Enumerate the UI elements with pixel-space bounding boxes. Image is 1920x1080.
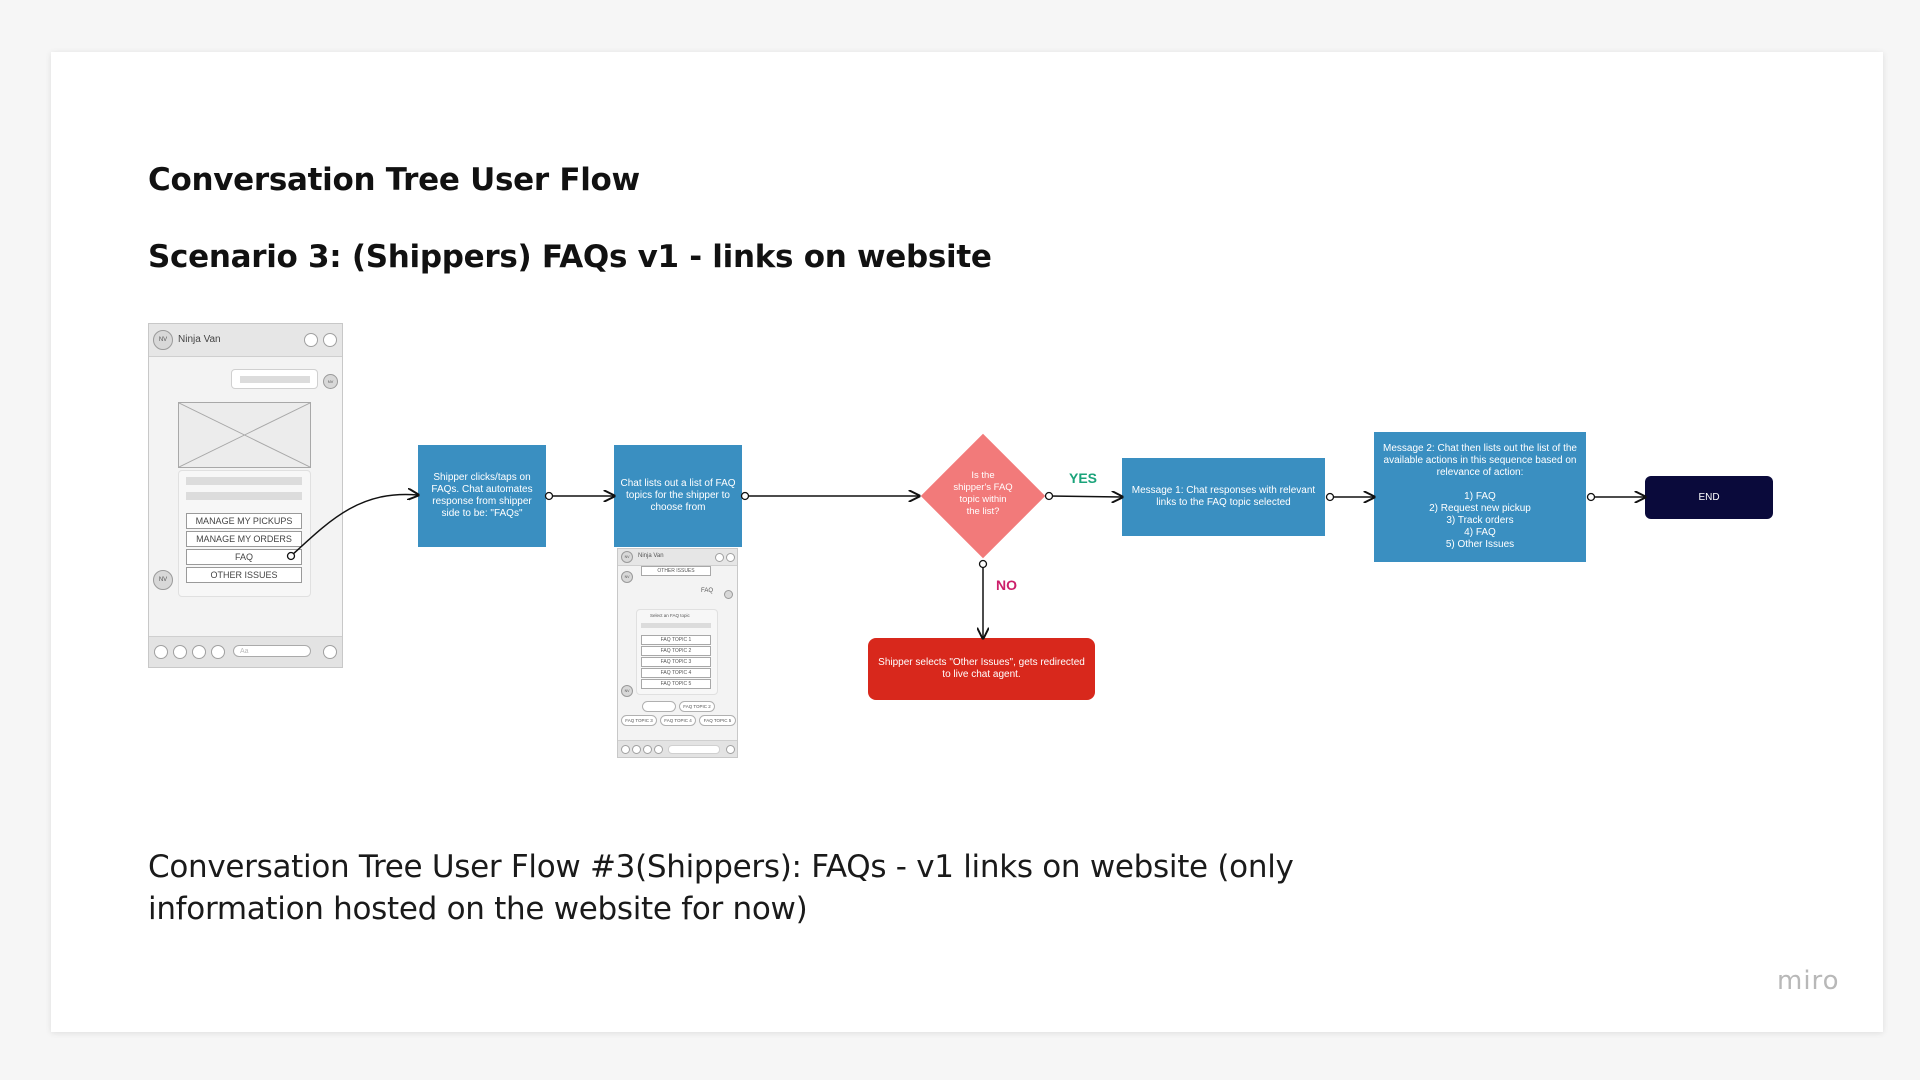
step-shipper-taps-faq: Shipper clicks/taps on FAQs. Chat automa…: [418, 445, 546, 547]
faq-topic-item[interactable]: FAQ TOPIC 2: [641, 646, 711, 656]
small-phone-header: NV Ninja Van: [618, 549, 737, 566]
small-phone-input-bar: [618, 740, 737, 757]
circle-icon: [621, 745, 630, 754]
avatar: NV: [621, 685, 633, 697]
menu-item-manage-orders[interactable]: MANAGE MY ORDERS: [186, 531, 302, 547]
redirect-live-chat-box: Shipper selects "Other Issues", gets red…: [868, 638, 1095, 700]
yes-label: YES: [1069, 470, 1098, 486]
circle-icon: [211, 645, 225, 659]
slide-caption: Conversation Tree User Flow #3(Shippers)…: [148, 849, 1294, 927]
send-icon[interactable]: [323, 645, 337, 659]
image-placeholder: [178, 402, 311, 468]
avatar: NV: [153, 570, 173, 590]
placeholder-bar: [186, 492, 302, 500]
placeholder-bar: [186, 477, 302, 485]
message-2-box: Message 2: Chat then lists out the list …: [1374, 432, 1586, 562]
circle-icon: [154, 645, 168, 659]
faq-topic-item[interactable]: FAQ TOPIC 4: [641, 668, 711, 678]
prev-menu-item: OTHER ISSUES: [641, 566, 711, 576]
avatar: NV: [153, 330, 173, 350]
step-chat-lists-topics: Chat lists out a list of FAQ topics for …: [614, 445, 742, 547]
circle-icon: [726, 553, 735, 562]
send-icon[interactable]: [726, 745, 735, 754]
scenario-title: Scenario 3: (Shippers) FAQs v1 - links o…: [148, 239, 992, 275]
miro-logo: miro: [1777, 966, 1840, 996]
faq-topic-item[interactable]: FAQ TOPIC 3: [641, 657, 711, 667]
phone-title: Ninja Van: [178, 334, 221, 345]
quick-reply-chip[interactable]: FAQ TOPIC 2: [679, 701, 715, 712]
circle-icon: [304, 333, 318, 347]
faq-topic-item[interactable]: FAQ TOPIC 1: [641, 635, 711, 645]
message-1-box: Message 1: Chat responses with relevant …: [1122, 458, 1325, 536]
circle-icon: [323, 333, 337, 347]
circle-icon: [173, 645, 187, 659]
select-label: Select an FAQ topic: [650, 613, 690, 618]
menu-item-faq[interactable]: FAQ: [186, 549, 302, 565]
reply-text: FAQ: [701, 588, 714, 594]
quick-reply-chip[interactable]: FAQ TOPIC 5: [699, 715, 736, 726]
placeholder-bar: [240, 376, 310, 383]
faq-topic-item[interactable]: FAQ TOPIC 5: [641, 679, 711, 689]
circle-icon: [643, 745, 652, 754]
avatar: [724, 590, 733, 599]
quick-reply-chip[interactable]: [642, 701, 676, 712]
decision-node: Is the shipper's FAQ topic within the li…: [919, 432, 1047, 560]
faq-topics-wireframe: NV Ninja Van OTHER ISSUES NV FAQ Select …: [617, 548, 738, 758]
small-phone-title: Ninja Van: [638, 553, 664, 559]
quick-reply-chip[interactable]: FAQ TOPIC 3: [621, 715, 657, 726]
user-message-bubble: [231, 369, 318, 389]
menu-item-manage-pickups[interactable]: MANAGE MY PICKUPS: [186, 513, 302, 529]
avatar: NV: [621, 571, 633, 583]
end-node: END: [1645, 476, 1773, 519]
decision-text: Is the shipper's FAQ topic within the li…: [953, 470, 1013, 517]
menu-item-other-issues[interactable]: OTHER ISSUES: [186, 567, 302, 583]
message-input[interactable]: Aa: [233, 645, 311, 657]
circle-icon: [715, 553, 724, 562]
page-title: Conversation Tree User Flow: [148, 162, 640, 198]
phone-input-bar: Aa: [149, 636, 342, 667]
circle-icon: [654, 745, 663, 754]
no-label: NO: [996, 577, 1017, 593]
quick-reply-chip[interactable]: FAQ TOPIC 4: [660, 715, 696, 726]
image-placeholder-icon: [179, 403, 310, 467]
circle-icon: [632, 745, 641, 754]
circle-icon: [192, 645, 206, 659]
placeholder-bar: [641, 623, 711, 628]
phone-wireframe: NV Ninja Van NV MANAGE MY PICKUPS MANAGE…: [148, 323, 343, 668]
message-input[interactable]: [668, 745, 720, 754]
avatar: NV: [621, 551, 633, 563]
avatar: NV: [323, 374, 338, 389]
phone-header: NV Ninja Van: [149, 324, 342, 357]
